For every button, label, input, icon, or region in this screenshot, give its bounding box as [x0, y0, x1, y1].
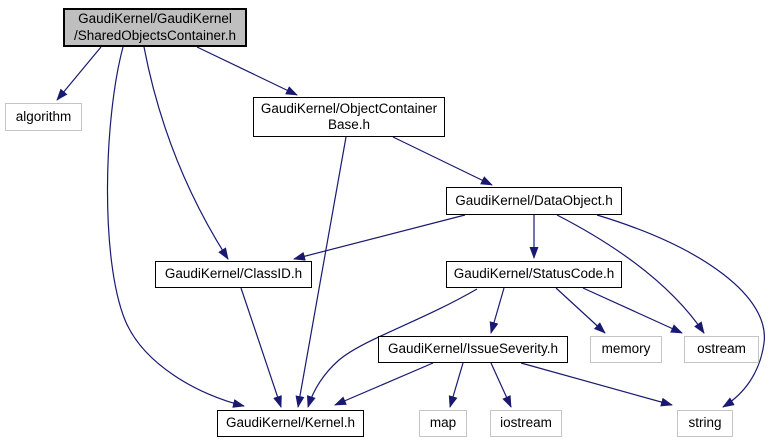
node-label: map — [429, 415, 457, 431]
node-data-object[interactable]: GaudiKernel/DataObject.h — [446, 187, 622, 215]
node-label: GaudiKernel/Kernel.h — [225, 415, 356, 431]
edge-data-object-to-string — [596, 214, 765, 408]
edge-shared-objects-container-to-algorithm — [56, 46, 102, 101]
edge-data-object-to-class-id — [293, 214, 466, 261]
edge-object-container-base-to-data-object — [392, 136, 493, 186]
node-status-code[interactable]: GaudiKernel/StatusCode.h — [446, 261, 622, 288]
edge-issue-severity-to-map — [448, 362, 464, 408]
node-label: GaudiKernel/ClassID.h — [164, 266, 303, 282]
edge-issue-severity-to-iostream — [490, 362, 512, 408]
node-label: GaudiKernel/IssueSeverity.h — [387, 341, 559, 357]
node-label: algorithm — [15, 108, 72, 124]
node-label: Base.h — [327, 117, 371, 132]
node-algorithm: algorithm — [5, 103, 82, 131]
edge-issue-severity-to-kernel — [334, 362, 434, 406]
edge-class-id-to-kernel — [240, 287, 282, 408]
edge-issue-severity-to-string — [520, 362, 673, 407]
node-label: iostream — [500, 415, 552, 431]
edge-shared-objects-container-to-object-container-base — [196, 46, 298, 96]
node-shared-objects-container: GaudiKernel/GaudiKernel/SharedObjectsCon… — [63, 8, 247, 47]
node-iostream: iostream — [490, 410, 562, 437]
node-label: GaudiKernel/StatusCode.h — [453, 266, 615, 282]
node-map: map — [419, 410, 467, 437]
node-ostream: ostream — [684, 336, 759, 363]
node-label: ostream — [697, 341, 746, 357]
node-issue-severity[interactable]: GaudiKernel/IssueSeverity.h — [378, 336, 568, 363]
node-string: string — [677, 410, 733, 437]
node-label: GaudiKernel/GaudiKernel — [78, 11, 232, 27]
edge-status-code-to-ostream — [582, 287, 683, 334]
node-label: GaudiKernel/ObjectContainer — [260, 100, 438, 116]
edge-object-container-base-to-kernel — [295, 136, 347, 408]
edge-status-code-to-kernel — [306, 288, 478, 408]
node-class-id[interactable]: GaudiKernel/ClassID.h — [155, 261, 312, 288]
edge-data-object-to-ostream — [556, 214, 705, 334]
node-memory: memory — [590, 336, 662, 363]
edge-status-code-to-memory — [555, 287, 606, 334]
node-label: /SharedObjectsContainer.h — [73, 27, 237, 43]
edge-shared-objects-container-to-class-id — [143, 46, 229, 260]
node-kernel[interactable]: GaudiKernel/Kernel.h — [217, 410, 364, 437]
node-label: string — [688, 415, 722, 431]
node-label: GaudiKernel/DataObject.h — [455, 192, 613, 208]
edge-status-code-to-issue-severity — [489, 287, 505, 334]
edge-shared-objects-container-to-kernel — [106, 46, 245, 408]
node-label: memory — [601, 341, 651, 357]
